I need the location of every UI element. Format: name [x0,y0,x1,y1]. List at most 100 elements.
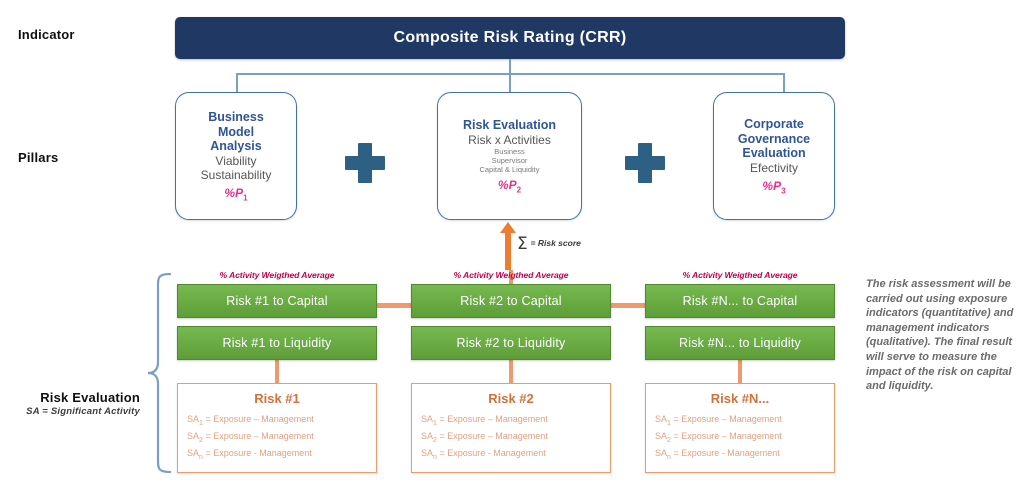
risk-detail-box[interactable]: Risk #1 SA1 = Exposure – Management SA2 … [177,383,377,474]
risk-detail-box[interactable]: Risk #2 SA1 = Exposure – Management SA2 … [411,383,611,474]
connector-down-left [236,73,238,93]
pillar-risk-evaluation[interactable]: Risk Evaluation Risk x Activities Busine… [437,92,582,220]
row-label-indicator: Indicator [18,27,75,42]
pillar-percent-index: 2 [516,184,522,194]
significant-activity-line: SA1 = Exposure – Management [655,413,834,430]
activity-weighted-average-label: % Activity Weigthed Average [219,270,335,280]
sa-index: 1 [433,419,437,427]
row-label-risk-evaluation-title: Risk Evaluation [40,390,140,405]
connector-liquidity-to-risk [738,348,742,388]
significant-activity-line: SA2 = Exposure – Management [187,430,376,447]
risk-detail-title: Risk #2 [488,391,534,406]
pillar-title-line: Risk Evaluation [462,118,557,133]
pillar-percent-symbol: %P [762,178,782,193]
sigma-risk-score-note: Σ = Risk score [517,234,581,254]
row-label-risk-evaluation-legend: SA = Significant Activity [26,406,140,417]
risk-column-2: % Activity Weigthed Average Risk #2 to C… [411,270,611,474]
sa-formula: = Exposure – Management [439,414,548,424]
sa-label: SA [421,414,434,424]
sigma-note-text: = Risk score [530,238,581,248]
pillar-small-line: Supervisor [491,155,528,165]
significant-activity-line: SA2 = Exposure – Management [655,430,834,447]
pillar-percent-symbol: %P [497,177,517,192]
connector-between-columns [377,303,411,308]
pillar-business-model-analysis[interactable]: Business Model Analysis Viability Sustai… [175,92,297,220]
sa-index: 2 [667,436,671,444]
sa-index: 1 [667,419,671,427]
risk-to-liquidity-box[interactable]: Risk #1 to Liquidity [177,326,377,360]
sa-formula: = Exposure – Management [673,430,782,441]
box-spacer [645,318,835,326]
connector-crr-vertical [509,59,511,74]
row-label-pillars: Pillars [18,150,59,165]
pillar-title-line: Evaluation [742,146,806,161]
pillar-percent-weight: %P2 [498,178,521,194]
sa-index: n [667,453,671,461]
pillar-sub-line: Risk x Activities [468,132,551,147]
sa-formula: = Exposure – Management [673,414,782,424]
pillar-title-line: Analysis [210,139,262,154]
sa-label: SA [655,447,668,458]
activity-weighted-average-label: % Activity Weigthed Average [453,270,569,280]
plus-icon [625,143,665,183]
sa-formula: = Exposure – Management [205,414,314,424]
risk-detail-lines: SA1 = Exposure – Management SA2 = Exposu… [412,413,610,463]
sa-label: SA [187,414,200,424]
pillar-sub-line: Viability [215,153,257,168]
connector-down-right [783,73,785,93]
pillar-small-line: Business [494,146,525,156]
risk-to-liquidity-box[interactable]: Risk #2 to Liquidity [411,326,611,360]
plus-icon-vertical-bar [358,143,372,183]
sigma-icon: Σ [517,234,528,254]
pillar-title-line: Business [208,110,264,125]
pillar-title-line: Corporate [744,117,804,132]
risk-column-n: % Activity Weigthed Average Risk #N... t… [645,270,835,474]
significant-activity-line: SA2 = Exposure – Management [421,430,610,447]
pillar-percent-weight: %P1 [224,186,247,202]
sa-index: 1 [199,419,203,427]
sa-index: 2 [199,436,203,444]
risk-detail-title: Risk #N... [710,391,770,406]
plus-icon-vertical-bar [638,143,652,183]
risk-column-1: % Activity Weigthed Average Risk #1 to C… [177,270,377,474]
risk-to-capital-box[interactable]: Risk #2 to Capital [411,284,611,318]
pillar-percent-index: 1 [243,192,248,202]
connector-liquidity-to-risk [275,348,279,388]
connector-between-columns [611,303,645,308]
risk-to-capital-box[interactable]: Risk #N... to Capital [645,284,835,318]
sa-index: n [199,453,203,461]
pillar-title-line: Governance [737,131,811,146]
significant-activity-line: SA1 = Exposure – Management [421,413,610,430]
box-spacer [411,318,611,326]
significant-activity-line: SAn = Exposure - Management [655,447,834,464]
pillar-percent-index: 3 [781,185,786,195]
risk-detail-lines: SA1 = Exposure – Management SA2 = Exposu… [646,413,834,463]
sa-formula: = Exposure - Management [205,447,312,458]
pillar-sub-line: Sustainability [200,167,272,182]
composite-risk-rating-bar[interactable]: Composite Risk Rating (CRR) [175,17,845,59]
sa-label: SA [655,430,668,441]
sa-formula: = Exposure – Management [205,430,314,441]
risk-detail-box[interactable]: Risk #N... SA1 = Exposure – Management S… [645,383,835,474]
sa-index: 2 [433,436,437,444]
sa-formula: = Exposure – Management [439,430,548,441]
row-label-risk-evaluation: Risk Evaluation SA = Significant Activit… [8,390,140,417]
sa-formula: = Exposure - Management [439,447,546,458]
sa-index: n [433,453,437,461]
pillar-title-line: Model [217,124,255,139]
sa-label: SA [421,430,434,441]
pillar-sub-line: Efectivity [749,160,798,175]
sa-label: SA [187,430,200,441]
significant-activity-line: SAn = Exposure - Management [421,447,610,464]
sa-label: SA [655,414,668,424]
sa-label: SA [421,447,434,458]
plus-icon [345,143,385,183]
sa-label: SA [187,447,200,458]
risk-to-liquidity-box[interactable]: Risk #N... to Liquidity [645,326,835,360]
risk-detail-title: Risk #1 [254,391,300,406]
pillar-corporate-governance-evaluation[interactable]: Corporate Governance Evaluation Efectivi… [713,92,835,220]
risk-to-capital-box[interactable]: Risk #1 to Capital [177,284,377,318]
sigma-up-arrow-icon [500,222,516,270]
connector-down-middle [509,73,511,93]
